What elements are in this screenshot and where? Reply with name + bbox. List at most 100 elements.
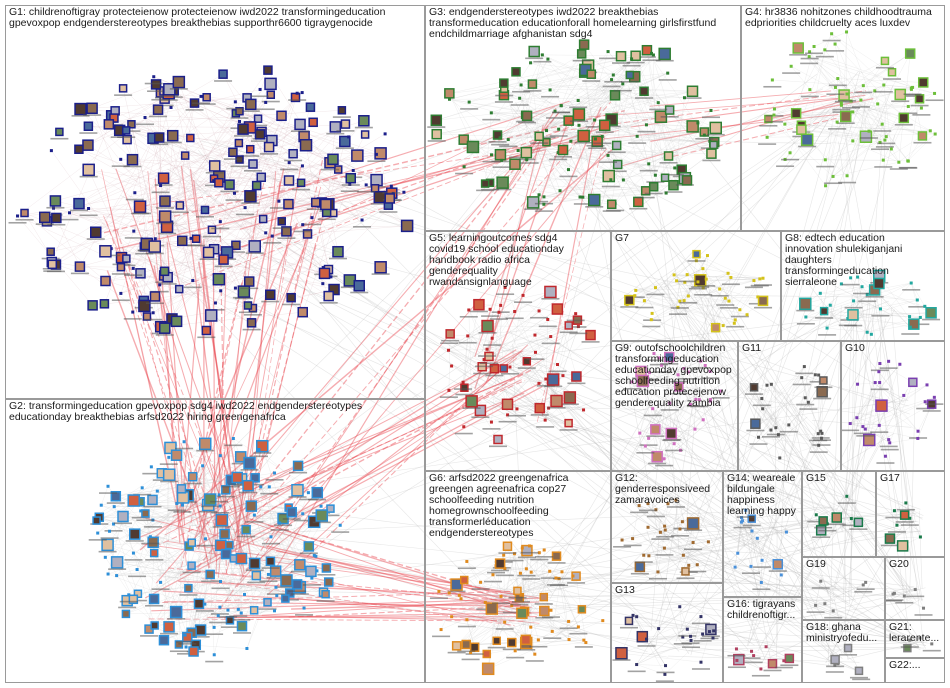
edge: [134, 534, 201, 631]
group-g11-box[interactable]: G11: [738, 341, 841, 471]
node-avatar[interactable]: [297, 306, 308, 318]
node-avatar[interactable]: [337, 106, 347, 115]
edge: [160, 185, 350, 281]
edge: [629, 299, 736, 321]
edge: [809, 56, 884, 86]
node-avatar[interactable]: [265, 289, 276, 300]
edge: [145, 513, 206, 540]
node-label-mark: [340, 190, 359, 193]
node-dot[interactable]: [169, 105, 173, 109]
group-g9-box[interactable]: G9: outofschoolchildren transformingeduc…: [611, 341, 738, 471]
edge: [176, 246, 306, 530]
node-avatar[interactable]: [305, 102, 316, 112]
group-g12-box[interactable]: G12: genderresponsiveed zamaravoices: [611, 471, 723, 583]
edge: [629, 254, 697, 301]
node-avatar[interactable]: [234, 138, 244, 148]
edge: [608, 78, 632, 177]
group-g1-box[interactable]: G1: childrenoftigray protecteienow prote…: [5, 5, 425, 399]
edge: [657, 564, 698, 573]
group-g4-box[interactable]: G4: hr3836 nohitzones childhoodtrauma ed…: [741, 5, 945, 231]
node-avatar[interactable]: [83, 121, 94, 131]
node-avatar[interactable]: [296, 178, 306, 188]
node-avatar[interactable]: [74, 261, 86, 272]
group-g10-box[interactable]: G10: [841, 341, 945, 471]
edge: [792, 314, 864, 394]
edge: [512, 343, 527, 641]
edge: [233, 350, 524, 534]
edge: [521, 613, 584, 641]
node-avatar[interactable]: [374, 261, 387, 274]
edge: [144, 117, 249, 306]
node-avatar[interactable]: [266, 90, 276, 100]
edge: [702, 268, 764, 279]
edge: [917, 404, 932, 439]
node-dot[interactable]: [321, 266, 325, 270]
edge: [468, 309, 472, 402]
edge: [908, 98, 920, 162]
group-g13-label: G13: [615, 585, 635, 596]
group-g13-box[interactable]: G13: [611, 583, 723, 683]
group-g3-label: G3: endgenderstereotypes iwd2022 breakth…: [429, 7, 720, 40]
node-avatar[interactable]: [153, 132, 165, 143]
edge: [56, 217, 81, 267]
edge: [798, 47, 913, 88]
node-avatar[interactable]: [253, 114, 263, 123]
group-g21-box[interactable]: G21: lerarente...: [885, 620, 945, 658]
group-g16-box[interactable]: G16: tigrayans childrenoftigr...: [723, 597, 802, 683]
node-avatar[interactable]: [82, 163, 95, 177]
group-g7-box[interactable]: G7: [611, 231, 781, 341]
group-g19-box[interactable]: G19: [802, 557, 885, 620]
edge: [596, 128, 912, 590]
edge: [186, 147, 538, 495]
edge: [747, 391, 875, 647]
node-dot[interactable]: [191, 279, 195, 283]
node-avatar[interactable]: [55, 127, 64, 137]
edge: [466, 547, 523, 562]
group-g3-box[interactable]: G3: endgenderstereotypes iwd2022 breakth…: [425, 5, 741, 231]
node-dot[interactable]: [219, 289, 223, 293]
node-dot[interactable]: [295, 91, 299, 95]
group-g8-box[interactable]: G8: edtech education innovation shulekig…: [781, 231, 945, 341]
edge: [116, 455, 221, 576]
group-g6-box[interactable]: G6: arfsd2022 greengenafrica greengen ag…: [425, 471, 611, 683]
group-g15-box[interactable]: G15: [802, 471, 876, 557]
edge: [877, 103, 909, 107]
group-g20-box[interactable]: G20: [885, 557, 945, 620]
node-avatar[interactable]: [290, 92, 301, 103]
edge: [834, 43, 904, 119]
group-g17-box[interactable]: G17: [876, 471, 945, 557]
edge: [166, 234, 237, 514]
edge: [88, 169, 316, 203]
node-dot[interactable]: [132, 229, 136, 233]
node-avatar[interactable]: [200, 205, 210, 215]
edge: [107, 544, 242, 614]
group-g14-box[interactable]: G14: weareale bildungale happiness learn…: [723, 471, 802, 597]
edge: [233, 438, 318, 493]
group-g20-label: G20: [889, 559, 909, 570]
edge: [449, 592, 462, 599]
node-avatar[interactable]: [263, 65, 273, 75]
group-g22-box[interactable]: G22:...: [885, 658, 945, 683]
group-g18-box[interactable]: G18: ghana ministryofedu...: [802, 620, 885, 683]
node-dot[interactable]: [233, 286, 237, 290]
node-dot[interactable]: [68, 211, 72, 215]
edge: [508, 124, 647, 140]
edge: [520, 571, 563, 596]
group-g2-box[interactable]: G2: transformingeducation gpevoxpop sdg4…: [5, 399, 425, 683]
edge: [215, 201, 280, 304]
group-g5-box[interactable]: G5: learningoutcomes sdg4 covid19 school…: [425, 231, 611, 471]
edge: [801, 53, 911, 126]
edge: [105, 557, 134, 600]
node-avatar[interactable]: [308, 117, 318, 128]
edge: [260, 486, 268, 603]
node-avatar[interactable]: [311, 197, 321, 208]
edge: [448, 368, 495, 391]
edge: [646, 631, 710, 640]
edge: [153, 503, 178, 600]
node-avatar[interactable]: [246, 144, 255, 154]
node-avatar[interactable]: [180, 151, 190, 160]
node-avatar[interactable]: [339, 135, 351, 148]
edge: [219, 176, 290, 181]
node-avatar[interactable]: [157, 172, 170, 184]
